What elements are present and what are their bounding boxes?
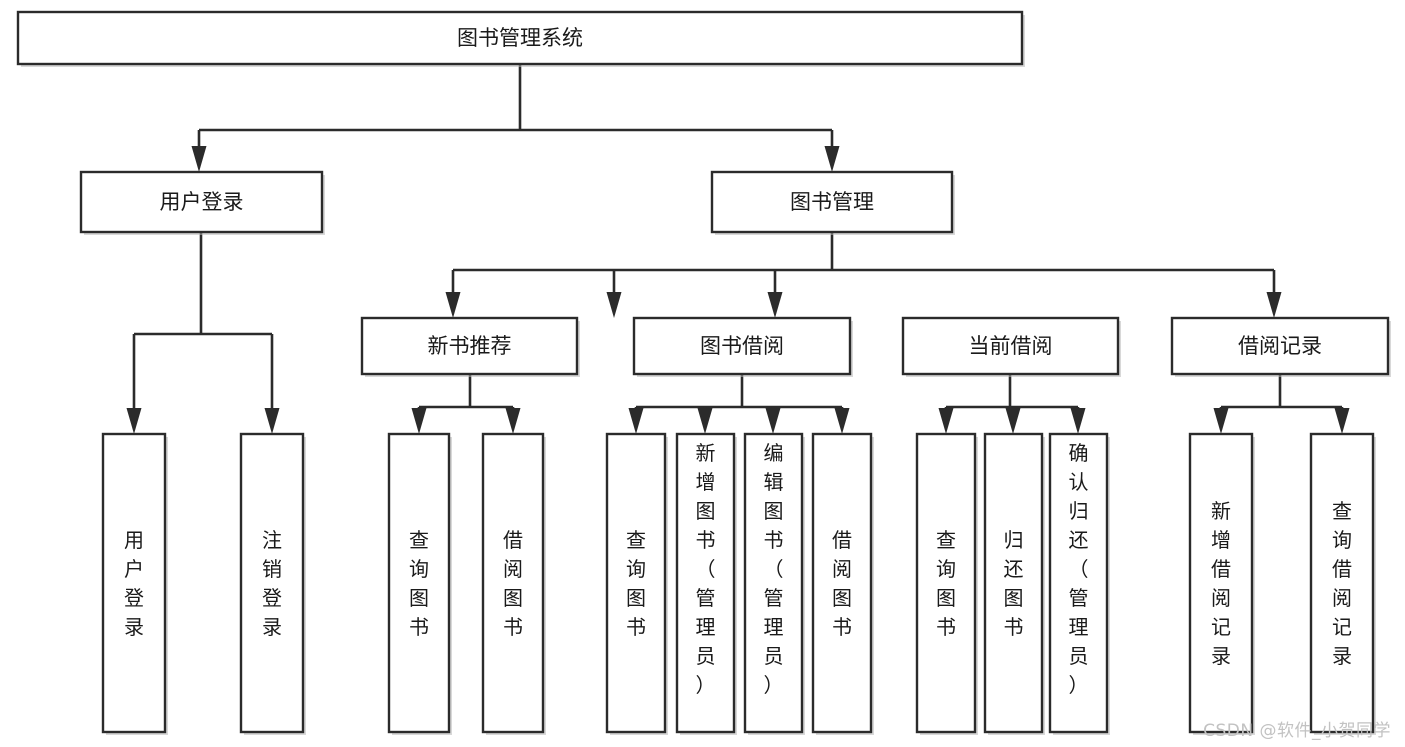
node-root[interactable]: 图书管理系统 bbox=[16, 10, 1025, 67]
arrowhead-icon bbox=[411, 408, 427, 434]
node-rect[interactable] bbox=[811, 432, 873, 734]
node-label: 当前借阅 bbox=[969, 334, 1053, 358]
connector-borrow-record bbox=[1213, 374, 1350, 434]
connector-book-management bbox=[445, 232, 1282, 318]
node-rect[interactable] bbox=[710, 170, 954, 234]
node-label: 用户登录 bbox=[160, 190, 244, 214]
node-label: 新书推荐 bbox=[428, 334, 512, 358]
node-label: 借阅图书 bbox=[503, 528, 523, 639]
node-leaf-query-borrow-record[interactable]: 查询借阅记录 bbox=[1309, 432, 1376, 735]
node-label: 查询图书 bbox=[409, 528, 429, 639]
node-new-book-recommend[interactable]: 新书推荐 bbox=[360, 316, 580, 377]
arrowhead-icon bbox=[1266, 292, 1282, 318]
node-rect[interactable] bbox=[632, 316, 852, 376]
node-label: 查询图书 bbox=[936, 528, 956, 639]
arrowhead-icon bbox=[191, 146, 207, 172]
arrowhead-icon bbox=[505, 408, 521, 434]
node-leaf-borrow-book[interactable]: 借阅图书 bbox=[811, 432, 874, 735]
node-label: 借阅图书 bbox=[832, 528, 852, 639]
nodes-layer: 图书管理系统用户登录图书管理新书推荐图书借阅当前借阅借阅记录用户登录注销登录查询… bbox=[16, 10, 1391, 735]
node-rect[interactable] bbox=[915, 432, 977, 734]
connector-book-borrow bbox=[628, 374, 850, 434]
node-label: 新增借阅记录 bbox=[1211, 499, 1231, 668]
node-label: 新增图书（管理员） bbox=[696, 441, 716, 697]
node-label: 图书管理系统 bbox=[457, 26, 583, 50]
node-user-login[interactable]: 用户登录 bbox=[79, 170, 325, 235]
node-rect[interactable] bbox=[1170, 316, 1390, 376]
node-book-borrow[interactable]: 图书借阅 bbox=[632, 316, 853, 377]
node-leaf-return-book[interactable]: 归还图书 bbox=[983, 432, 1045, 735]
node-borrow-record[interactable]: 借阅记录 bbox=[1170, 316, 1391, 377]
node-label: 归还图书 bbox=[1004, 528, 1024, 639]
arrowhead-icon bbox=[834, 408, 850, 434]
node-leaf-user-login[interactable]: 用户登录 bbox=[101, 432, 168, 735]
node-leaf-add-borrow-record[interactable]: 新增借阅记录 bbox=[1188, 432, 1255, 735]
arrowhead-icon bbox=[938, 408, 954, 434]
node-leaf-borrow-book-recommend[interactable]: 借阅图书 bbox=[481, 432, 546, 735]
node-label: 编辑图书（管理员） bbox=[764, 441, 784, 697]
node-label: 注销登录 bbox=[262, 528, 282, 639]
node-label: 借阅记录 bbox=[1238, 334, 1322, 358]
arrowhead-icon bbox=[697, 408, 713, 434]
arrowhead-icon bbox=[765, 408, 781, 434]
node-rect[interactable] bbox=[743, 432, 804, 734]
node-rect[interactable] bbox=[901, 316, 1120, 376]
node-rect[interactable] bbox=[605, 432, 667, 734]
arrowhead-icon bbox=[824, 146, 840, 172]
node-rect[interactable] bbox=[1188, 432, 1254, 734]
connector-new-book-recommend bbox=[411, 374, 521, 434]
arrowhead-icon bbox=[126, 408, 142, 434]
node-label: 图书借阅 bbox=[700, 334, 784, 358]
node-rect[interactable] bbox=[387, 432, 451, 734]
node-leaf-query-book-borrow[interactable]: 查询图书 bbox=[605, 432, 668, 735]
node-rect[interactable] bbox=[101, 432, 167, 734]
node-leaf-edit-book[interactable]: 编辑图书（管理员） bbox=[743, 432, 805, 735]
node-rect[interactable] bbox=[675, 432, 736, 734]
arrowhead-icon bbox=[1213, 408, 1229, 434]
node-rect[interactable] bbox=[1309, 432, 1375, 734]
node-label: 图书管理 bbox=[790, 190, 874, 214]
node-rect[interactable] bbox=[16, 10, 1024, 66]
node-rect[interactable] bbox=[79, 170, 324, 234]
node-current-borrow[interactable]: 当前借阅 bbox=[901, 316, 1121, 377]
arrowhead-icon bbox=[1070, 408, 1086, 434]
arrowhead-icon bbox=[1334, 408, 1350, 434]
node-rect[interactable] bbox=[360, 316, 579, 376]
connector-current-borrow bbox=[938, 374, 1086, 434]
node-rect[interactable] bbox=[983, 432, 1044, 734]
arrowhead-icon bbox=[628, 408, 644, 434]
edges-layer bbox=[126, 64, 1350, 434]
node-rect[interactable] bbox=[1048, 432, 1109, 734]
connector-user-login bbox=[126, 232, 280, 434]
node-book-management[interactable]: 图书管理 bbox=[710, 170, 955, 235]
node-rect[interactable] bbox=[239, 432, 305, 734]
connector-root bbox=[191, 64, 840, 172]
arrowhead-icon bbox=[767, 292, 783, 318]
arrowhead-icon bbox=[264, 408, 280, 434]
node-label: 查询借阅记录 bbox=[1332, 499, 1352, 668]
arrowhead-icon bbox=[606, 292, 622, 318]
node-rect[interactable] bbox=[481, 432, 545, 734]
node-label: 确认归还（管理员） bbox=[1069, 441, 1089, 697]
node-label: 用户登录 bbox=[124, 528, 144, 639]
arrowhead-icon bbox=[445, 292, 461, 318]
node-label: 查询图书 bbox=[626, 528, 646, 639]
arrowhead-icon bbox=[1005, 408, 1021, 434]
node-leaf-add-book[interactable]: 新增图书（管理员） bbox=[675, 432, 737, 735]
node-leaf-confirm-return[interactable]: 确认归还（管理员） bbox=[1048, 432, 1110, 735]
node-leaf-query-book-recommend[interactable]: 查询图书 bbox=[387, 432, 452, 735]
node-leaf-user-logout[interactable]: 注销登录 bbox=[239, 432, 306, 735]
node-leaf-query-book-current[interactable]: 查询图书 bbox=[915, 432, 978, 735]
